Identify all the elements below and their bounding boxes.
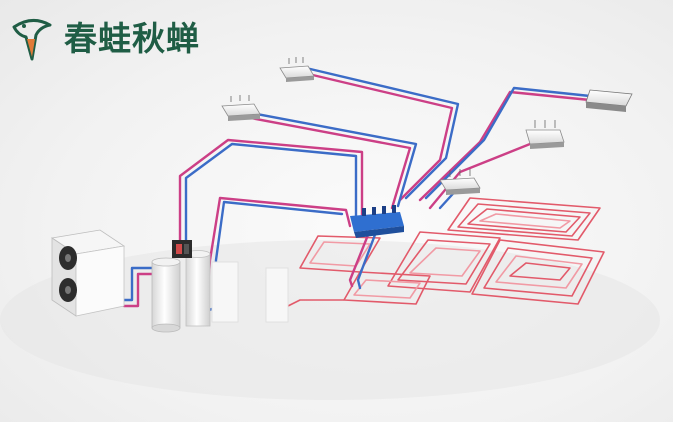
pipe-cold-radiator-1 <box>304 66 460 200</box>
floor-loop-center <box>387 231 501 293</box>
pipe-network <box>116 66 592 322</box>
distribution-manifold <box>350 205 404 238</box>
pipe-cold-radiator-2 <box>244 110 418 208</box>
pipe-cold-heatpump <box>116 266 166 302</box>
pipe-hot-floor <box>348 228 372 288</box>
buffer-tank <box>185 250 211 327</box>
pipe-hot-main <box>178 138 364 242</box>
floor-loop-right <box>471 239 605 305</box>
pipe-cold-main <box>184 142 358 242</box>
pipe-cold-floor <box>356 230 378 290</box>
radiator-2 <box>221 95 261 121</box>
radiator-4 <box>525 120 565 149</box>
radiator-5 <box>439 169 481 195</box>
brand-logo: 春蛙秋蝉 <box>10 14 200 62</box>
heat-pump-outdoor-unit <box>50 229 126 317</box>
pipe-hot-radiator-2 <box>238 114 412 210</box>
water-storage-tank <box>151 257 181 333</box>
wall-panels <box>211 261 289 323</box>
radiator-3 <box>585 89 633 112</box>
pump-station <box>172 240 192 258</box>
floor-loop-upper <box>447 197 601 241</box>
pipe-hot-heatpump <box>122 272 166 308</box>
pipe-hot-radiator-1 <box>298 70 454 202</box>
floor-loop-bottom <box>343 271 431 305</box>
radiator-1 <box>279 57 315 82</box>
brand-name: 春蛙秋蝉 <box>64 18 200 58</box>
bird-leaf-logo-icon <box>12 19 52 61</box>
pipe-cold-radiator-3 <box>424 86 592 200</box>
